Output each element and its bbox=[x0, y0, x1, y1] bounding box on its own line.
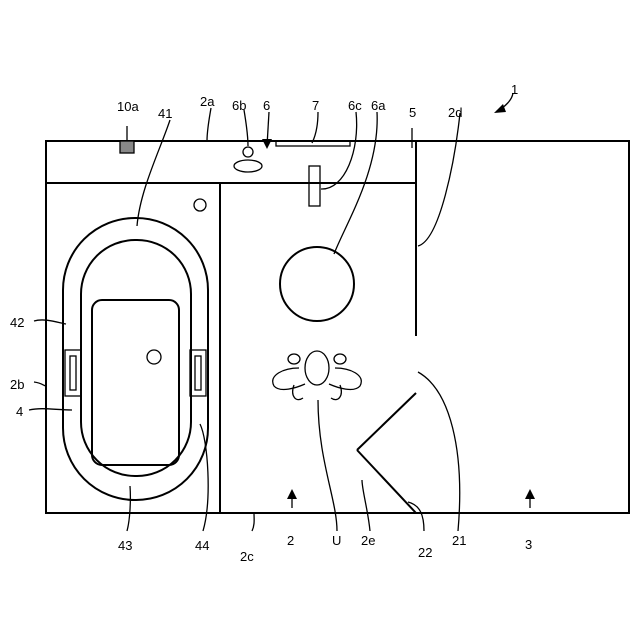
handle-left bbox=[65, 350, 81, 396]
label-10a: 10a bbox=[117, 99, 139, 114]
label-2c: 2c bbox=[240, 549, 254, 564]
label-2a: 2a bbox=[200, 94, 215, 109]
label-2b: 2b bbox=[10, 377, 24, 392]
label-21: 21 bbox=[452, 533, 466, 548]
label-2e: 2e bbox=[361, 533, 375, 548]
handle-right-inner bbox=[195, 356, 201, 390]
bathtub-drain bbox=[147, 350, 161, 364]
label-41: 41 bbox=[158, 106, 172, 121]
label-6a: 6a bbox=[371, 98, 386, 113]
handle-right bbox=[190, 350, 206, 396]
bathtub-floor bbox=[92, 300, 179, 465]
label-6: 6 bbox=[263, 98, 270, 113]
bathtub-outer-rim bbox=[63, 218, 208, 500]
label-U: U bbox=[332, 533, 341, 548]
label-22: 22 bbox=[418, 545, 432, 560]
label-6c: 6c bbox=[348, 98, 362, 113]
handle-left-inner bbox=[70, 356, 76, 390]
outer-wall bbox=[46, 141, 629, 513]
label-7: 7 bbox=[312, 98, 319, 113]
direction-arrows bbox=[262, 93, 535, 508]
label-2d: 2d bbox=[448, 105, 462, 120]
door-panel-2e bbox=[357, 393, 416, 450]
drain-circle bbox=[194, 199, 206, 211]
label-3: 3 bbox=[525, 537, 532, 552]
user-figure bbox=[273, 351, 362, 400]
fixture-6c bbox=[309, 166, 320, 206]
label-43: 43 bbox=[118, 538, 132, 553]
label-2: 2 bbox=[287, 533, 294, 548]
label-5: 5 bbox=[409, 105, 416, 120]
faucet-basin-6b bbox=[234, 160, 262, 172]
label-42: 42 bbox=[10, 315, 24, 330]
bathtub-inner-rim bbox=[81, 240, 191, 476]
sensor-10a bbox=[120, 141, 134, 153]
label-6b: 6b bbox=[232, 98, 246, 113]
label-4: 4 bbox=[16, 404, 23, 419]
faucet-head-6b bbox=[243, 147, 253, 157]
mirror-6a bbox=[280, 247, 354, 321]
label-1: 1 bbox=[511, 82, 518, 97]
label-44: 44 bbox=[195, 538, 209, 553]
